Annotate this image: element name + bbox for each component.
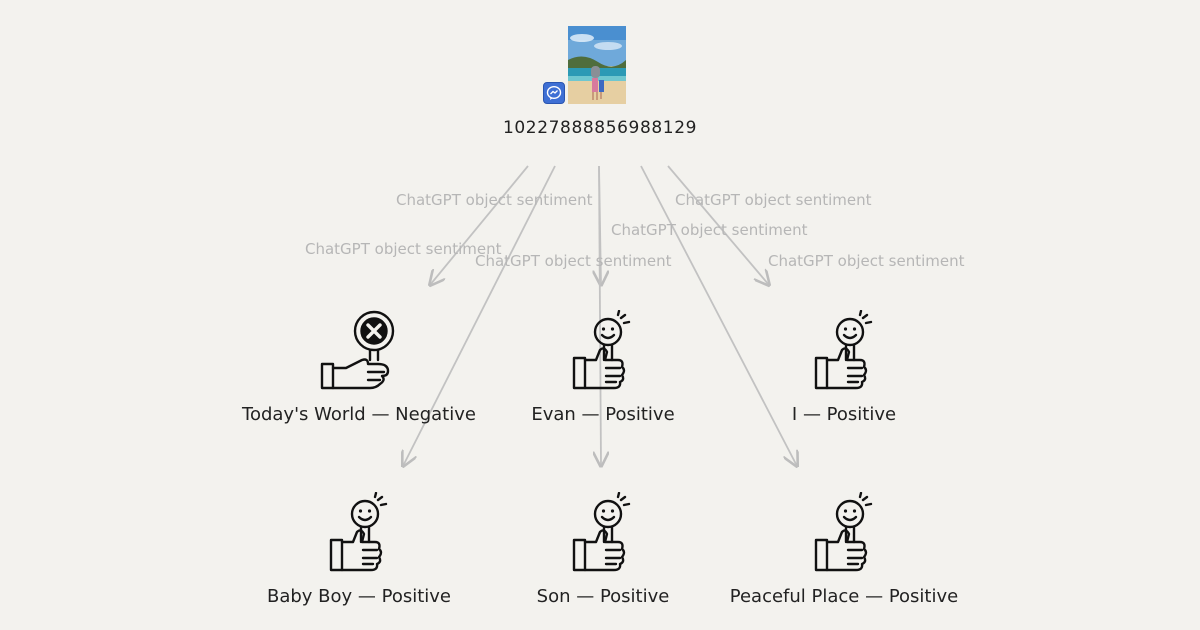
node-label[interactable]: Evan — Positive [531,404,675,425]
edge-label: ChatGPT object sentiment [675,191,872,209]
edge-label: ChatGPT object sentiment [611,221,808,239]
node-label[interactable]: Son — Positive [536,586,670,607]
edge-arrow [667,165,769,285]
edge-label: ChatGPT object sentiment [768,252,965,270]
edge-arrow [430,165,529,285]
edge-arrow [403,165,556,466]
beach-photo [568,26,626,104]
node-label[interactable]: I — Positive [791,404,897,425]
thumbs-up-smiley-icon[interactable] [806,491,886,572]
root-node-label[interactable]: 10227888856988129 [502,118,698,138]
node-label[interactable]: Today's World — Negative [242,404,476,425]
thumbs-up-smiley-icon[interactable] [806,309,886,390]
node-label[interactable]: Peaceful Place — Positive [729,586,959,607]
edge-label: ChatGPT object sentiment [475,252,672,270]
edge-arrow [599,165,601,466]
edge-arrow [640,165,797,466]
edges-layer [403,165,797,466]
thumbs-up-smiley-icon[interactable] [321,491,401,572]
messenger-icon [543,82,565,104]
root-photo[interactable] [568,26,626,104]
edge-label: ChatGPT object sentiment [396,191,593,209]
node-label[interactable]: Baby Boy — Positive [266,586,452,607]
thumbs-up-smiley-icon[interactable] [564,491,644,572]
thumbs-up-magnifier-x-icon[interactable] [316,310,396,390]
thumbs-up-smiley-icon[interactable] [564,309,644,390]
edge-label: ChatGPT object sentiment [305,240,502,258]
